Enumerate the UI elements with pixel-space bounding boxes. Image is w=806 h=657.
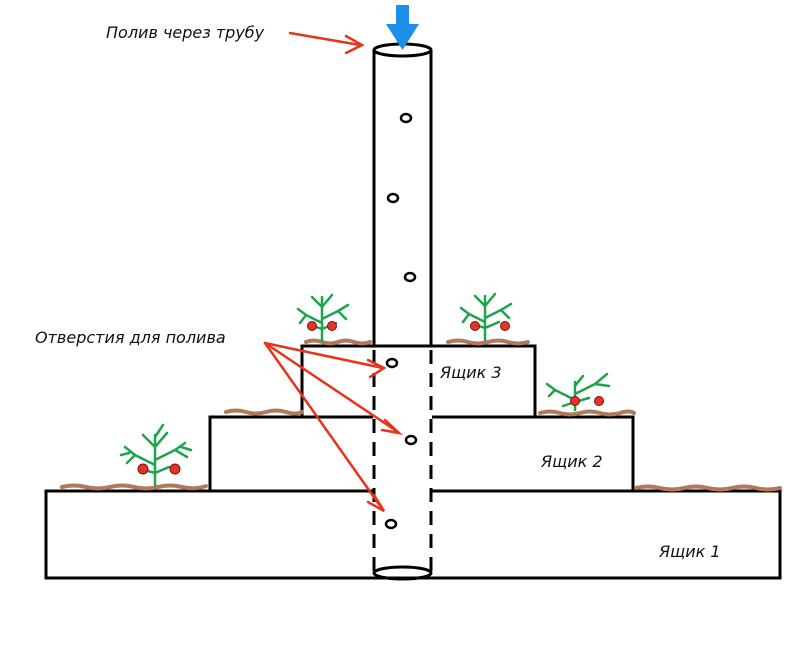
label-box-2: Ящик 2 <box>540 452 603 471</box>
tomato-plant-icon <box>459 292 513 342</box>
pipe-hole <box>404 434 418 446</box>
label-watering-via-pipe: Полив через трубу <box>106 23 265 42</box>
arrow-down-icon <box>386 5 419 50</box>
soil-box-1-left <box>60 483 208 491</box>
pipe-cutout <box>373 348 432 576</box>
pipe-hole <box>386 192 400 204</box>
soil-box-3-right <box>446 338 530 346</box>
tomato-plant-icon <box>296 293 350 343</box>
pipe-hole <box>403 271 417 283</box>
soil-box-2-right <box>538 409 636 417</box>
label-watering-holes: Отверстия для полива <box>35 328 226 347</box>
pipe-hole <box>399 112 413 124</box>
pipe-bottom-opening <box>372 565 433 581</box>
soil-box-2-left <box>224 408 304 416</box>
soil-box-3-left <box>304 338 372 346</box>
label-box-3: Ящик 3 <box>439 363 502 382</box>
soil-box-1-right <box>634 484 782 492</box>
pipe-hole <box>385 357 399 369</box>
tomato-plant-icon <box>545 372 611 412</box>
label-box-1: Ящик 1 <box>658 542 721 561</box>
arrows-to-holes <box>263 341 403 513</box>
pipe-hole <box>384 518 398 530</box>
tomato-plant-icon <box>119 423 193 487</box>
arrow-to-pipe-top <box>288 31 365 55</box>
